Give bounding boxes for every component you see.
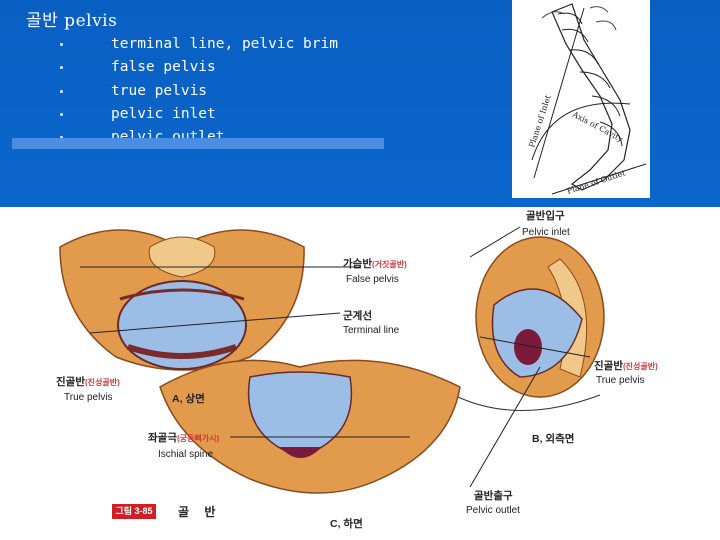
bullet-dot-icon xyxy=(60,66,63,69)
bullet-text: true pelvis xyxy=(111,83,207,99)
label-pelvic-inlet-en: Pelvic inlet xyxy=(522,227,570,238)
label-false-pelvis-alt: (거짓골반) xyxy=(372,260,407,269)
figure-number-badge: 그림 3-85 xyxy=(112,504,156,519)
label-ischial-spine-alt: (궁둥뼈가시) xyxy=(177,434,219,443)
sacrum-sketch-image: Plane of Inlet Axis of Cavity Plane of O… xyxy=(512,0,650,198)
pelvis-illustration xyxy=(0,207,720,540)
pelvis-axis-sketch: Plane of Inlet Axis of Cavity Plane of O… xyxy=(512,0,650,198)
anatomy-figure: 골반입구 Pelvic inlet 가슴반(거짓골반) False pelvis… xyxy=(0,207,720,540)
label-ischial-spine-en: Ischial spine xyxy=(158,449,213,460)
bullet-text: terminal line, pelvic brim xyxy=(111,36,338,52)
figure-caption-title: 골 반 xyxy=(178,503,221,520)
label-view-b: B, 외측면 xyxy=(532,434,574,445)
label-false-pelvis-ko: 가슴반(거짓골반) xyxy=(343,259,407,270)
bullet-dot-icon xyxy=(60,113,63,116)
label-pelvic-outlet-ko: 골반출구 xyxy=(474,491,513,502)
label-true-pelvis-left-en: True pelvis xyxy=(64,392,113,403)
label-view-c: C, 하면 xyxy=(330,519,363,530)
bullet-dot-icon xyxy=(60,90,63,93)
label-true-pelvis-right-alt: (진성골반) xyxy=(623,362,658,371)
bullet-text: false pelvis xyxy=(111,59,216,75)
label-pelvic-outlet-en: Pelvic outlet xyxy=(466,505,520,516)
slide-title: 골반 pelvis xyxy=(26,6,117,31)
label-terminal-line-en: Terminal line xyxy=(343,325,399,336)
label-true-pelvis-left-alt: (진성골반) xyxy=(85,378,120,387)
label-ischial-spine-ko: 좌골극(궁둥뼈가시) xyxy=(148,433,219,444)
bullet-list: terminal line, pelvic brim false pelvis … xyxy=(58,33,338,149)
bullet-text: pelvic inlet xyxy=(111,106,216,122)
slide-header-panel: 골반 pelvis terminal line, pelvic brim fal… xyxy=(0,0,720,207)
label-true-pelvis-left-ko: 진골반(진성골반) xyxy=(56,377,120,388)
label-true-pelvis-right-en: True pelvis xyxy=(596,375,645,386)
bullet-item: terminal line, pelvic brim xyxy=(58,33,338,56)
label-true-pelvis-right-ko: 진골반(진성골반) xyxy=(594,361,658,372)
label-view-a: A, 상면 xyxy=(172,394,205,405)
bullet-item: true pelvis xyxy=(58,80,338,103)
label-terminal-line-ko: 군계선 xyxy=(343,311,372,322)
bullet-item: pelvic inlet xyxy=(58,103,338,126)
bullet-item: false pelvis xyxy=(58,56,338,79)
bullet-dot-icon xyxy=(60,43,63,46)
label-pelvic-inlet-ko: 골반입구 xyxy=(526,211,565,222)
label-false-pelvis-en: False pelvis xyxy=(346,274,399,285)
highlight-bar xyxy=(12,138,384,149)
